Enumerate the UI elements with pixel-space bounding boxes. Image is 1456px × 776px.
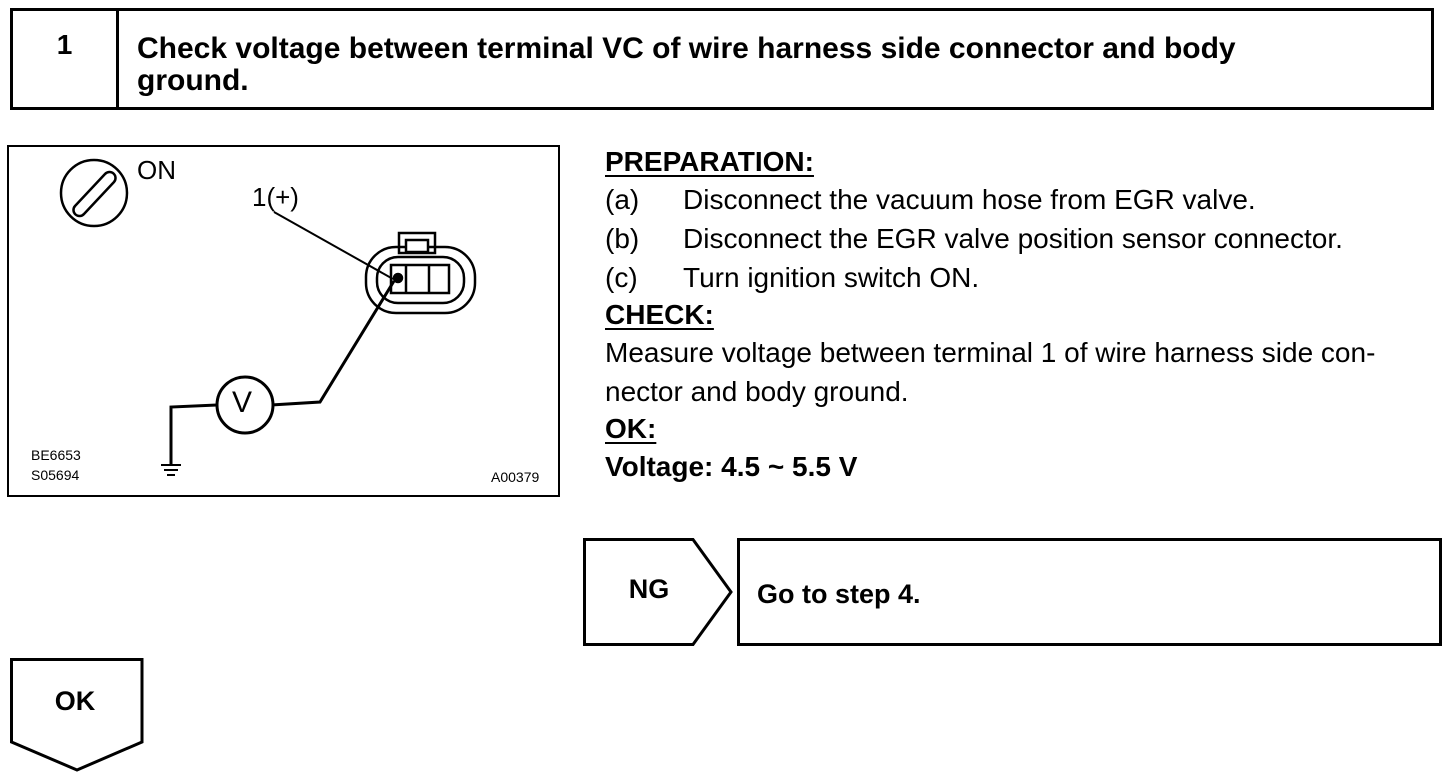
ok-spec-heading: OK: xyxy=(605,413,657,444)
list-item-label: (c) xyxy=(605,262,638,293)
step-title: Check voltage between terminal VC of wir… xyxy=(119,11,1431,107)
step-title-line-1: Check voltage between terminal VC of wir… xyxy=(137,32,1236,65)
check-text-line-1: Measure voltage between terminal 1 of wi… xyxy=(605,337,1376,368)
preparation-heading: PREPARATION: xyxy=(605,146,814,177)
wiring-illustration: V ON 1(+) BE6653 S05694 A00379 xyxy=(7,145,560,497)
terminal-leader-line xyxy=(273,211,394,280)
list-item: (c) Turn ignition switch ON. xyxy=(605,258,1445,297)
preparation-list: (a) Disconnect the vacuum hose from EGR … xyxy=(605,180,1445,297)
list-item-text: Disconnect the EGR valve position sensor… xyxy=(683,223,1343,254)
ng-arrow-tab xyxy=(583,538,733,646)
list-item: (b) Disconnect the EGR valve position se… xyxy=(605,219,1445,258)
ignition-on-label: ON xyxy=(137,155,176,185)
ng-action-box: Go to step 4. xyxy=(737,538,1442,646)
list-item-text: Turn ignition switch ON. xyxy=(683,262,980,293)
ng-label: NG xyxy=(628,574,670,604)
ok-spec-value: Voltage: 4.5 ~ 5.5 V xyxy=(605,451,858,482)
check-heading: CHECK: xyxy=(605,299,714,330)
list-item-label: (b) xyxy=(605,223,640,254)
probe-wire-positive xyxy=(270,280,396,407)
ok-arrow-tab xyxy=(10,658,144,772)
step-header: 1 Check voltage between terminal VC of w… xyxy=(10,8,1434,110)
connector-icon xyxy=(364,231,477,315)
voltmeter-symbol: V xyxy=(232,386,253,419)
step-number: 1 xyxy=(13,11,119,107)
terminal-label: 1(+) xyxy=(252,182,299,212)
probe-wire-ground xyxy=(169,403,218,465)
ok-label: OK xyxy=(54,686,96,716)
instructions-panel: PREPARATION: (a) Disconnect the vacuum h… xyxy=(605,144,1445,486)
figure-code: A00379 xyxy=(491,469,540,485)
wiring-diagram xyxy=(59,158,477,476)
ignition-switch-icon xyxy=(59,158,129,228)
figure-id-code-1: BE6653 xyxy=(31,447,81,463)
list-item-text: Disconnect the vacuum hose from EGR valv… xyxy=(683,184,1256,215)
list-item-label: (a) xyxy=(605,184,640,215)
ng-action-text: Go to step 4. xyxy=(757,579,921,609)
check-text-line-2: nector and body ground. xyxy=(605,376,909,407)
ground-icon xyxy=(161,464,181,476)
figure-id-code-2: S05694 xyxy=(31,467,80,483)
step-title-line-2: ground. xyxy=(137,64,249,97)
list-item: (a) Disconnect the vacuum hose from EGR … xyxy=(605,180,1445,219)
